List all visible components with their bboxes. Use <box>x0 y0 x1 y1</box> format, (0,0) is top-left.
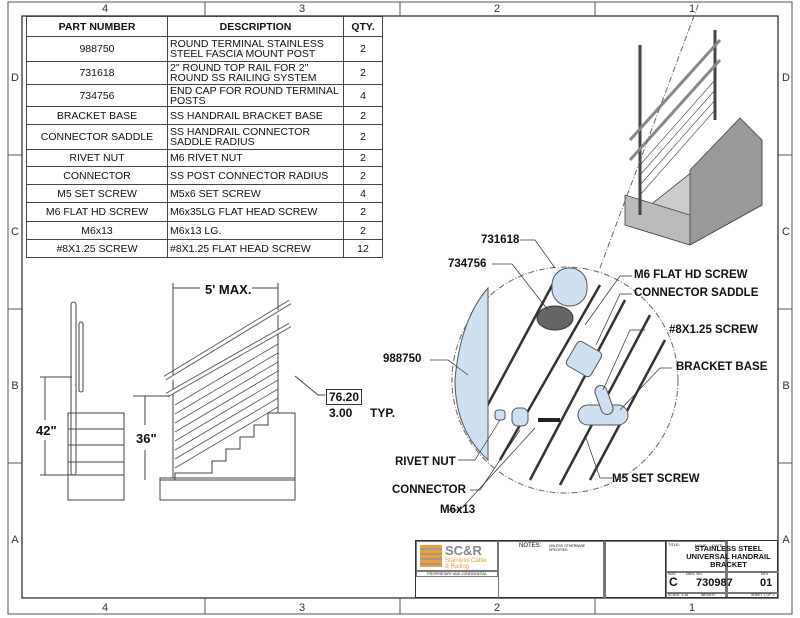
zone-col-1: 1 <box>688 3 696 15</box>
proprietary-label: PROPRIETARY AND CONFIDENTIAL <box>416 571 498 577</box>
title-label: TITLE: <box>668 542 681 547</box>
scale-label: SCALE: 1:16 <box>668 593 689 597</box>
leader-lines <box>430 239 672 511</box>
description: ROUND TERMINAL STAINLESS STEEL FASCIA MO… <box>167 36 344 62</box>
notes-label: NOTES: <box>519 543 542 549</box>
zone-row-c-right: C <box>782 226 790 238</box>
name-label: NAME <box>695 543 707 548</box>
part-number: CONNECTOR SADDLE <box>26 124 168 150</box>
zone-row-d: D <box>11 72 19 84</box>
callout-flat-screw: M6 FLAT HD SCREW <box>634 269 748 281</box>
dwg-no: 730987 <box>696 577 733 589</box>
date-label: DATE <box>712 543 723 548</box>
callout-post: 988750 <box>383 353 422 365</box>
callout-bracket: BRACKET BASE <box>676 361 768 373</box>
zone-col-3: 3 <box>298 3 306 15</box>
qty: 12 <box>343 239 383 258</box>
callout-saddle: CONNECTOR SADDLE <box>634 287 759 299</box>
zone-row-d-right: D <box>782 72 790 84</box>
side-view <box>133 283 325 501</box>
callout-m6x13: M6x13 <box>440 504 476 516</box>
callout-end-cap: 734756 <box>448 258 487 270</box>
logo-sub1: Stainless Cable <box>445 558 487 564</box>
notes-sub: UNLESS OTHERWISE SPECIFIED <box>549 544 586 552</box>
notes-box: NOTES: UNLESS OTHERWISE SPECIFIED <box>498 541 604 599</box>
description: 2" ROUND TOP RAIL FOR 2" ROUND SS RAILIN… <box>167 61 344 85</box>
dimension-end-height: 42" <box>36 423 57 438</box>
callout-screw8: #8X1.25 SCREW <box>669 324 758 336</box>
callout-set-screw: M5 SET SCREW <box>612 473 700 485</box>
title-area: TITLE: STAINLESS STEEL UNIVERSAL HANDRAI… <box>665 540 778 598</box>
dwg-no-label: DWG. NO. <box>686 572 703 576</box>
zone-col-2-bottom: 2 <box>493 602 501 614</box>
callout-rivet-nut: RIVET NUT <box>395 456 456 468</box>
rev-value: 01 <box>760 577 773 589</box>
logo-icon <box>420 545 442 567</box>
size-value: C <box>669 575 678 589</box>
dimension-side-height: 36" <box>136 431 157 446</box>
approvals: NAME DATE <box>666 541 726 599</box>
logo: SC&R Stainless Cable & Railing <box>416 541 498 571</box>
callout-top-rail: 731618 <box>481 234 520 246</box>
drawing-title: STAINLESS STEEL UNIVERSAL HANDRAIL BRACK… <box>686 544 771 569</box>
zone-col-4-bottom: 4 <box>101 602 109 614</box>
logo-text: SC&R <box>445 543 482 558</box>
dimension-spacing-mm: 76.20 <box>326 389 363 405</box>
weight-label: WEIGHT: <box>701 593 716 597</box>
rev-label: REV <box>761 572 769 576</box>
zone-col-4: 4 <box>101 3 109 15</box>
logo-sub2: & Railing <box>445 564 470 570</box>
detail-callout <box>451 0 701 494</box>
zone-col-2: 2 <box>493 3 501 15</box>
zone-row-b: B <box>11 380 19 392</box>
zone-row-b-right: B <box>782 380 790 392</box>
qty: 2 <box>343 36 383 62</box>
size-label: SIZE <box>668 572 676 576</box>
dimension-typ: TYP. <box>370 406 396 420</box>
dimension-span: 5' MAX. <box>205 282 252 297</box>
zone-col-3-bottom: 3 <box>298 602 306 614</box>
zone-col-1-bottom: 1 <box>688 602 696 614</box>
zone-row-a: A <box>11 534 19 546</box>
qty: 2 <box>343 124 383 150</box>
sheet-label: SHEET 1 OF 1 <box>751 593 775 597</box>
qty: 2 <box>343 61 383 85</box>
end-view <box>40 301 125 501</box>
zone-row-a-right: A <box>782 534 790 546</box>
callout-connector: CONNECTOR <box>392 484 466 496</box>
dimension-spacing-in: 3.00 <box>329 406 353 420</box>
isometric-stairs <box>624 30 763 246</box>
zone-row-c: C <box>11 226 19 238</box>
